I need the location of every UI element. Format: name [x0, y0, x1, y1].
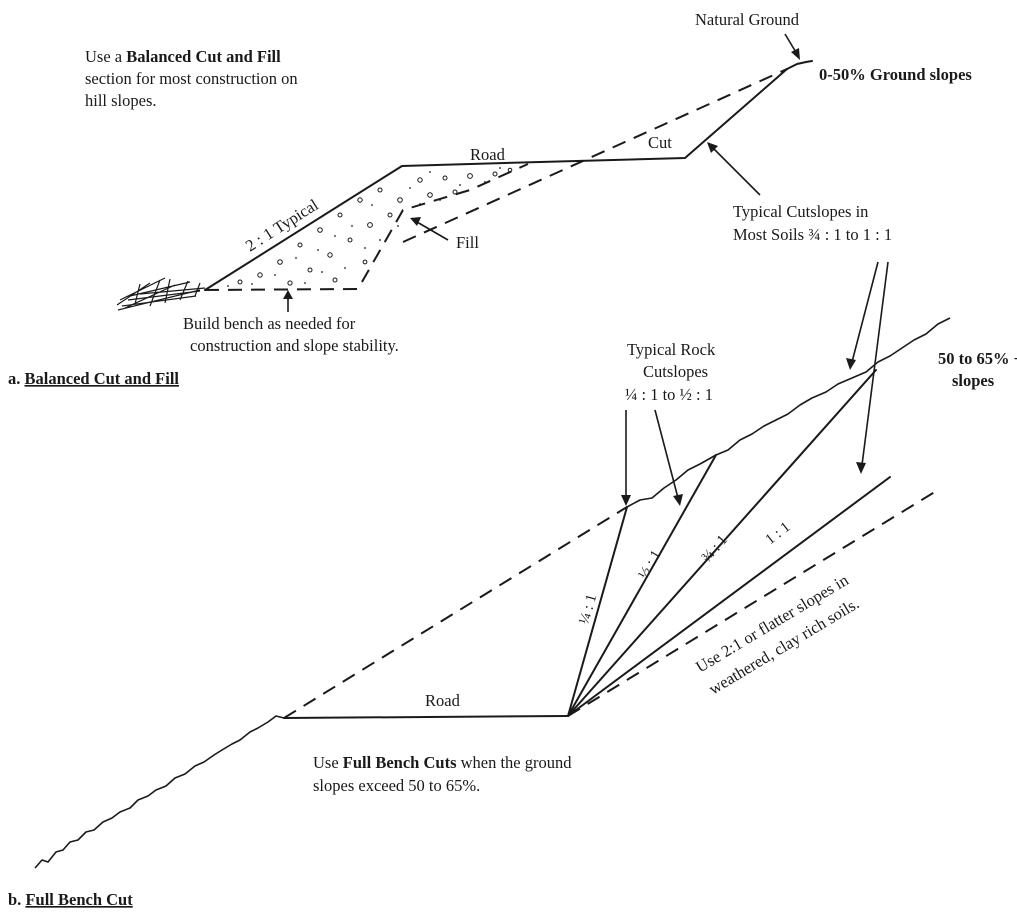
natural-ground-surface	[784, 60, 813, 71]
caption-a: a. Balanced Cut and Fill	[8, 369, 179, 388]
natural-ground-label: Natural Ground	[695, 10, 800, 29]
original-ground-b	[283, 506, 628, 719]
cutslope-arrowhead-b2	[856, 462, 866, 474]
fill-body-outline	[204, 163, 529, 291]
cutslope-arrowhead	[707, 142, 718, 153]
constructed-profile	[204, 68, 788, 291]
cutslope-one	[567, 476, 891, 717]
ratio-one-label: 1 : 1	[763, 519, 794, 548]
cutslope-half	[567, 454, 717, 717]
rock-arrowhead-1	[621, 495, 631, 506]
intro-line-3: hill slopes.	[85, 91, 157, 110]
rock-cutslopes-line-1: Typical Rock	[627, 340, 716, 359]
slope-2-1-label: 2 : 1 Typical	[242, 195, 322, 256]
bench-cut-note-line-1: Use Full Bench Cuts when the ground	[313, 753, 572, 772]
caption-b: b. Full Bench Cut	[8, 890, 133, 909]
fill-arrow	[416, 221, 449, 241]
rock-cutslopes-line-2: Cutslopes	[643, 362, 708, 381]
slopes-label-line-1: 50 to 65% +	[938, 349, 1017, 368]
fill-dots	[227, 167, 501, 287]
cutslope-arrowhead-b1	[846, 358, 856, 370]
rock-arrow-2	[654, 409, 679, 499]
road-label-b: Road	[425, 691, 461, 710]
cutslope-arrow-b1	[851, 261, 879, 363]
fill-stipple	[237, 167, 513, 286]
original-ground-line	[402, 68, 788, 243]
bench-note-line-1: Build bench as needed for	[183, 314, 356, 333]
cutslopes-line-2: Most Soils ¾ : 1 to 1 : 1	[733, 225, 892, 244]
diagram-b-full-bench-cut: Typical Rock Cutslopes ¼ : 1 to ½ : 1 50…	[8, 261, 1017, 909]
brush-pile	[116, 277, 206, 311]
slopes-label-line-2: slopes	[952, 371, 995, 390]
intro-line-1: Use a Balanced Cut and Fill	[85, 47, 281, 66]
cutslope-quarter	[567, 506, 628, 717]
bench-cut-note-line-2: slopes exceed 50 to 65%.	[313, 776, 480, 795]
bench-arrowhead	[283, 290, 293, 299]
ground-surface-upper	[626, 317, 951, 508]
ground-slopes-label: 0-50% Ground slopes	[819, 65, 972, 84]
fill-arrowhead	[410, 217, 421, 226]
cutslope-three-quarter	[567, 369, 877, 717]
bench-note-line-2: construction and slope stability.	[190, 336, 399, 355]
ground-surface-lower	[34, 715, 285, 869]
road-label-a: Road	[470, 145, 506, 164]
cut-label: Cut	[648, 133, 672, 152]
road-bench	[283, 715, 569, 719]
natural-ground-arrowhead	[791, 48, 800, 60]
cutslopes-line-1: Typical Cutslopes in	[733, 202, 868, 221]
fill-label: Fill	[456, 233, 479, 252]
rock-arrowhead-2	[673, 494, 683, 506]
ratio-quarter-label: ¼ : 1	[576, 592, 600, 626]
cutslope-two-to-one	[567, 489, 939, 717]
cutslope-arrow-b2	[861, 261, 889, 466]
cutslope-arrow	[712, 147, 761, 196]
rock-cutslopes-line-3: ¼ : 1 to ½ : 1	[625, 385, 713, 404]
intro-line-2: section for most construction on	[85, 69, 298, 88]
diagram-a-balanced-cut-and-fill: Natural Ground 0-50% Ground slopes Use a…	[8, 10, 972, 388]
